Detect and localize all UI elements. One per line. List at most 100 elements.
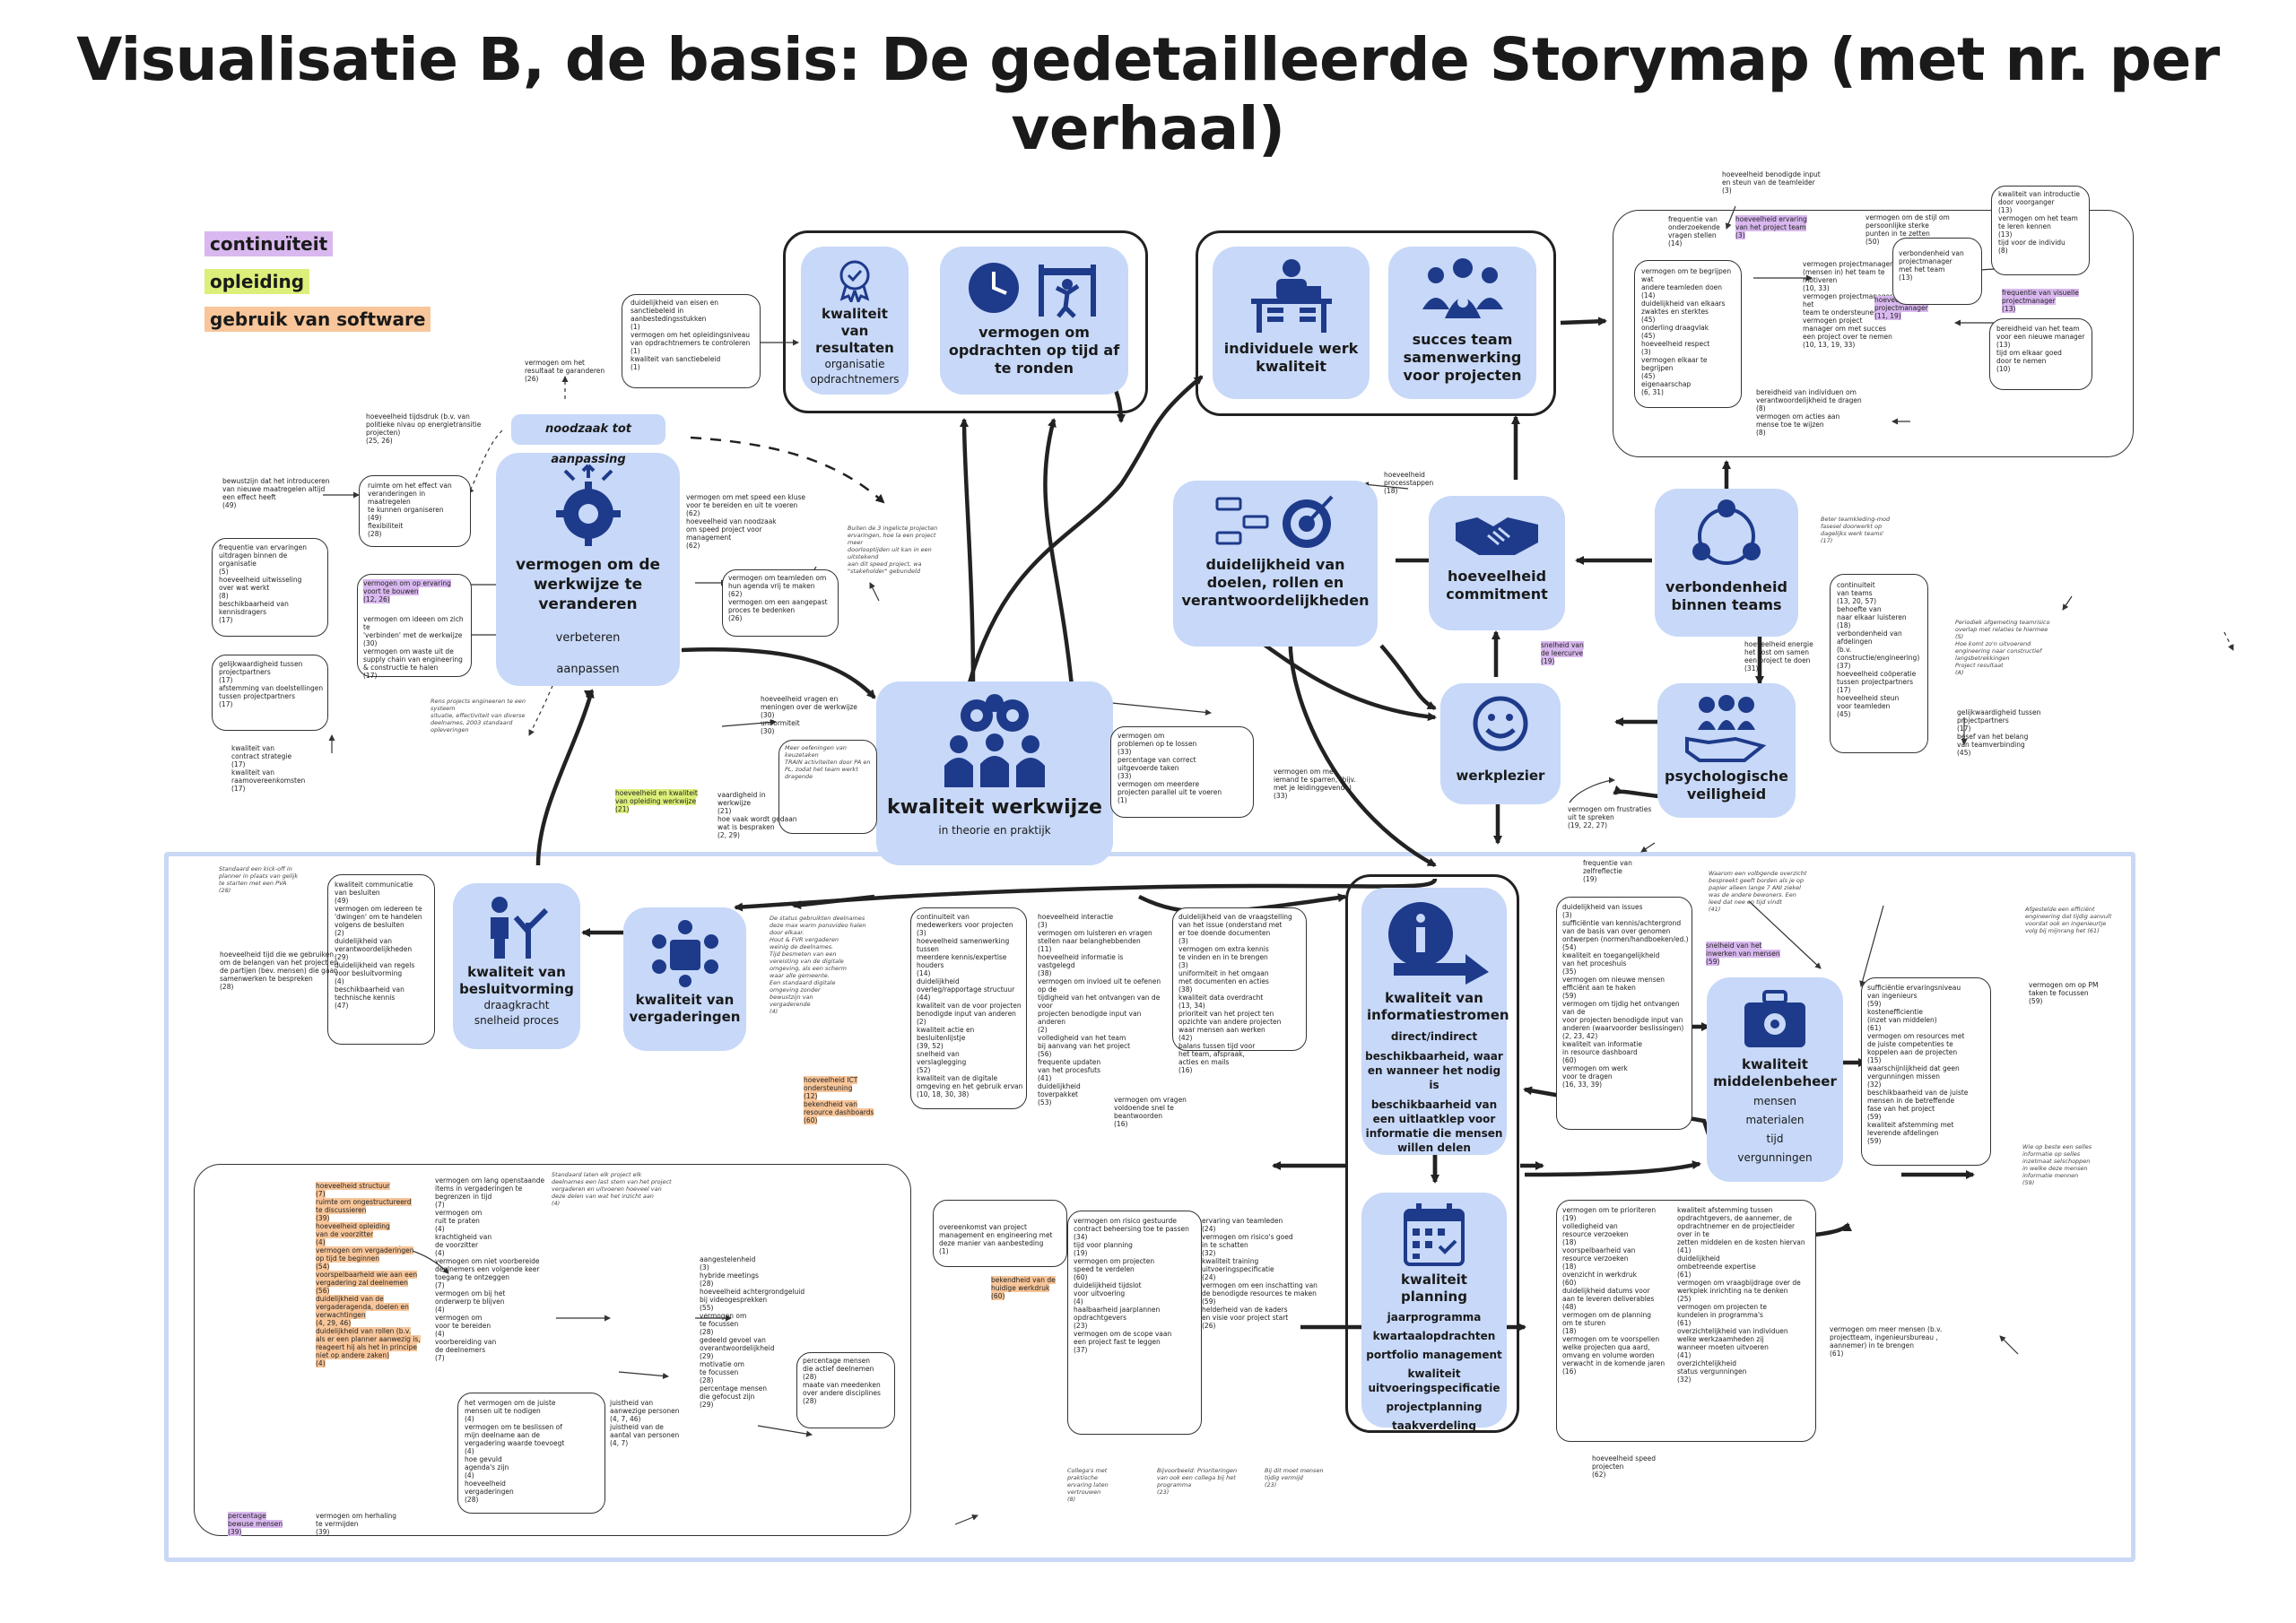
note-visual: frequentie van visuelle projectmanager (… xyxy=(2002,289,2083,313)
note-problems-text: vermogen om problemen op te lossen (33) … xyxy=(1118,732,1222,804)
hub-sub: kwaliteit uitvoeringspecificatie xyxy=(1368,1367,1500,1394)
connected-people-icon xyxy=(1692,499,1761,565)
clock-finish-icon xyxy=(969,263,1096,318)
note-decision-text: kwaliteit communicatie van besluiten (49… xyxy=(335,881,422,1010)
calendar-checklist-icon xyxy=(1404,1203,1465,1266)
lower-panel xyxy=(164,852,2135,1562)
note-intro xyxy=(1991,186,2090,275)
hub-psych-safety: psychologische veiligheid xyxy=(1657,683,1796,818)
hub-method-quality: kwaliteit werkwijze in theorie en prakti… xyxy=(876,681,1113,865)
hub-sub: projectplanning xyxy=(1386,1401,1483,1413)
target-list-icon xyxy=(1215,495,1334,548)
note-issues xyxy=(1556,897,1692,1130)
gear-person-arrows-icon xyxy=(555,464,621,546)
hub-title: kwaliteit van resultaten xyxy=(815,306,894,356)
hub-sub: snelheid proces xyxy=(474,1014,560,1027)
note-ideas-text: vermogen om ideeen om zich te 'verbinden… xyxy=(363,615,464,680)
hub-commitment: hoeveelheid commitment xyxy=(1429,496,1565,630)
hub-title: duidelijkheid van doelen, rollen en vera… xyxy=(1181,556,1370,609)
note-pm-connection-text: verbondenheid van projectmanager met het… xyxy=(1899,249,1964,282)
note-teammates-text: vermogen om teamleden om hun agenda vrij… xyxy=(728,574,828,622)
highlight-onboarding: snelheid van het inwerken van mensen (59… xyxy=(1706,942,1780,966)
meeting-table-icon xyxy=(651,920,718,987)
info-arrow-icon xyxy=(1388,902,1489,985)
hub-title: succes team samenwerking voor projecten xyxy=(1403,331,1522,384)
hub-sub: vergunningen xyxy=(1737,1151,1813,1164)
note-sparring: vermogen om met iemand te sparren, (bijv… xyxy=(1274,768,1356,800)
hub-title: werkplezier xyxy=(1456,768,1545,784)
note-planning xyxy=(1067,1211,1202,1435)
note-issues-text: duidelijkheid van issues (3) sufficiënti… xyxy=(1562,903,1689,1089)
note-teammates xyxy=(722,569,839,637)
hub-team-connection: verbondenheid binnen teams xyxy=(1655,489,1798,637)
note-questions: hoeveelheid vragen en meningen over de w… xyxy=(761,695,857,735)
note-footnote-2: Bijvoorbeeld: Prioriteringen van ook een… xyxy=(1157,1467,1238,1496)
note-middle-a xyxy=(910,907,1027,1109)
person-crossroads-icon xyxy=(491,897,549,959)
note-time-pressure: hoeveelheid tijdsdruk (b.v. van politiek… xyxy=(366,412,482,445)
note-equal-text: gelijkwaardigheid tussen projectpartners… xyxy=(219,660,324,708)
hub-sub: organisatie xyxy=(824,358,885,370)
legend-opleiding: opleiding xyxy=(204,269,310,294)
note-frequency xyxy=(212,538,328,637)
hub-sub: tijd xyxy=(1766,1133,1784,1145)
legend-software: gebruik van software xyxy=(204,307,431,332)
note-plan-right-text: vermogen om te prioriteren (19) volledig… xyxy=(1562,1206,1665,1376)
note-experience-level: sufficiëntie ervaringsniveau van ingenie… xyxy=(1867,984,1969,1145)
team-annotation-box xyxy=(1613,210,2134,457)
hub-title: kwaliteit van informatiestromen xyxy=(1367,990,1509,1023)
note-more-people: vermogen om meer mensen (b.v. projecttea… xyxy=(1830,1325,1943,1358)
highlight-ict: hoeveelheid ICT ondersteuning (12) beken… xyxy=(804,1076,874,1124)
highlight-workload: bekendheid van de huidige werkdruk (60) xyxy=(991,1276,1056,1300)
note-planning-b: ervaring van teamleden (24) vermogen om … xyxy=(1202,1217,1318,1330)
note-plan-right-b: kwaliteit afstemming tussen opdrachtgeve… xyxy=(1677,1206,1805,1384)
handshake-icon xyxy=(1456,517,1538,555)
hub-quality-results: kwaliteit van resultaten organisatie opd… xyxy=(801,247,909,395)
note-experience-text: vermogen om op ervaring voort te bouwen … xyxy=(363,579,467,603)
note-italic-meeting2: Standaard laten elk project elk deelname… xyxy=(552,1171,672,1207)
note-style: vermogen om de stijl om persoonlijke ste… xyxy=(1866,213,1950,246)
note-willingness xyxy=(1989,318,2092,390)
hub-planning-quality: kwaliteit planning jaarprogramma kwartaa… xyxy=(1361,1193,1507,1432)
hub-title: kwaliteit werkwijze xyxy=(887,796,1102,819)
note-footnote-3: Bij dit moet mensen tijdig vermijd (23) xyxy=(1265,1467,1324,1488)
note-frustrations: vermogen om frustraties uit te spreken (… xyxy=(1568,805,1652,829)
hub-title: vermogen om opdrachten op tijd af te ron… xyxy=(948,324,1120,377)
hub-title: kwaliteit van vergaderingen xyxy=(629,992,741,1025)
hub-sub: materialen xyxy=(1745,1114,1805,1126)
note-italic-resource-b: Wie op beste een selles informatie op se… xyxy=(2022,1143,2092,1186)
note-ict: hoeveelheid ICT ondersteuning (12) beken… xyxy=(804,1076,875,1124)
hub-sub: beschikbaarheid, waar en wanneer het nod… xyxy=(1365,1050,1503,1091)
highlight-team-exp: hoeveelheid ervaring van het project tea… xyxy=(1735,215,1807,239)
info-group xyxy=(1345,874,1519,1433)
hub-sub: jaarprogramma xyxy=(1387,1311,1482,1324)
note-italic-right: Periodiek afgemeting teamrisico overlap … xyxy=(1955,619,2050,676)
gears-team-icon xyxy=(944,694,1045,787)
note-equal xyxy=(212,655,328,731)
note-willingness-text: bereidheid van het team voor een nieuwe … xyxy=(1996,325,2085,373)
hub-sub: portfolio management xyxy=(1366,1349,1502,1361)
hub-meeting-quality: kwaliteit van vergaderingen xyxy=(623,907,746,1051)
note-middle-b: hoeveelheid interactie (3) vermogen om l… xyxy=(1038,913,1161,1107)
note-skills xyxy=(778,740,877,834)
note-right-people xyxy=(457,1393,605,1514)
note-plan-right xyxy=(1556,1200,1816,1442)
award-badge-icon xyxy=(839,260,870,302)
note-skills-text: vaardigheid in werkwijze (21) hoe vaak w… xyxy=(718,791,797,839)
note-equal-2: gelijkwaardigheid tussen projectpartners… xyxy=(1957,708,2041,757)
hub-on-time: vermogen om opdrachten op tijd af te ron… xyxy=(940,247,1128,395)
note-italic-issues: Waarom een volbgende overzicht bespreekt… xyxy=(1709,870,1807,913)
note-workload: bekendheid van de huidige werkdruk (60) xyxy=(991,1276,1063,1300)
individual-group xyxy=(1196,230,1556,416)
note-meeting-middle: vermogen om lang openstaande items in ve… xyxy=(435,1176,545,1362)
note-italic-meeting: De status gebruikten deelnames deze max … xyxy=(770,915,866,1015)
note-mgmt xyxy=(933,1200,1067,1267)
hub-title: individuele werk kwaliteit xyxy=(1223,340,1359,375)
note-italic-resource: Afgestelde een efficiënt engineering dat… xyxy=(2025,906,2112,934)
hub-title: vermogen om de werkwijze te veranderen xyxy=(515,556,661,613)
note-correctness: juistheid van aanwezige personen (4, 7, … xyxy=(610,1399,680,1447)
hub-sub: mensen xyxy=(1753,1095,1796,1107)
note-pm-connection xyxy=(1892,238,1982,305)
hub-sub: in theorie en praktijk xyxy=(938,824,1051,837)
note-responsibility: bereidheid van individuen om verantwoord… xyxy=(1756,388,1862,437)
